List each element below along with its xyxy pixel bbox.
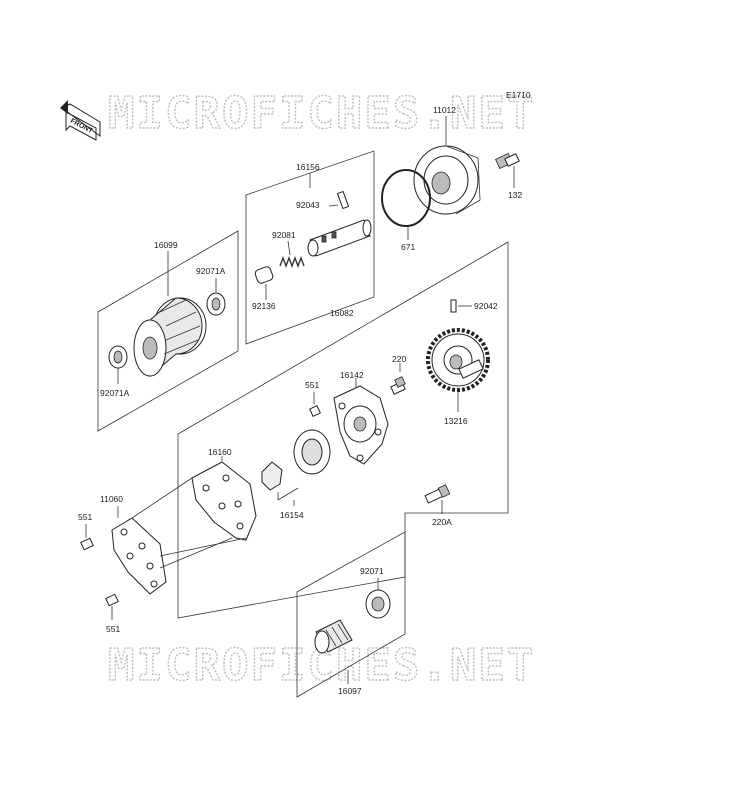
label-16082: 16082	[330, 308, 354, 318]
part-92081-spring	[279, 256, 305, 268]
label-11012: 11012	[433, 105, 456, 115]
part-92043-pin	[336, 190, 350, 210]
frame-16082	[177, 241, 509, 619]
part-13216-gear	[426, 328, 490, 392]
part-220-bolt	[390, 376, 406, 395]
label-92043: 92043	[296, 200, 320, 210]
part-16154-inner-rotor	[261, 461, 283, 491]
part-16097-strainer	[314, 619, 353, 654]
part-551-dowel-left	[80, 537, 94, 551]
frame-16099	[97, 230, 239, 432]
diagram-code: E1710	[506, 90, 531, 100]
label-92081: 92081	[272, 230, 296, 240]
label-220A: 220A	[432, 517, 452, 527]
part-92071A-seal-bottom	[108, 345, 128, 369]
label-551-bottom: 551	[106, 624, 120, 634]
label-16097: 16097	[338, 686, 362, 696]
part-16156-valve-body	[307, 219, 372, 257]
label-16156: 16156	[296, 162, 320, 172]
part-132-bolt	[495, 152, 520, 170]
label-11060: 11060	[100, 494, 123, 504]
label-551-mid: 551	[305, 380, 319, 390]
label-16160: 16160	[208, 447, 232, 457]
label-92071A-top: 92071A	[196, 266, 226, 276]
part-92136-plug	[254, 266, 274, 284]
label-16154: 16154	[280, 510, 304, 520]
part-11060-cover	[111, 517, 167, 595]
label-16099: 16099	[154, 240, 178, 250]
part-16099-oil-filter	[133, 297, 207, 378]
part-551-dowel-bottom	[105, 593, 119, 607]
label-92071A-bottom: 92071A	[100, 388, 130, 398]
part-92042-pin	[450, 299, 457, 313]
part-671-oring	[381, 169, 431, 227]
watermark-top: MICROFICHES.NET	[108, 88, 535, 139]
frame-16097	[296, 531, 406, 698]
part-92071A-seal-top	[206, 292, 226, 316]
label-220: 220	[392, 354, 406, 364]
part-16160-plate	[191, 461, 257, 541]
label-671: 671	[401, 242, 415, 252]
label-92071: 92071	[360, 566, 384, 576]
part-92071-seal	[365, 589, 391, 619]
front-arrow-icon: FRONT	[60, 100, 101, 141]
label-132: 132	[508, 190, 522, 200]
label-13216: 13216	[444, 416, 468, 426]
label-16142: 16142	[340, 370, 364, 380]
part-16142-pump-body	[333, 385, 389, 465]
label-551-left: 551	[78, 512, 92, 522]
part-220A-bolt	[424, 484, 451, 504]
part-551-dowel-mid	[309, 405, 321, 417]
frame-16156	[245, 150, 375, 345]
label-92042: 92042	[474, 301, 498, 311]
label-92136: 92136	[252, 301, 276, 311]
part-16154-outer-rotor	[293, 429, 331, 475]
